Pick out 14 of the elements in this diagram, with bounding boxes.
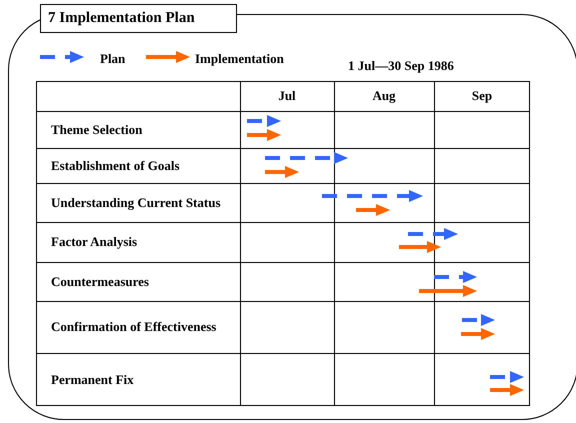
month-header: Jul xyxy=(278,87,296,106)
month-header: Aug xyxy=(372,87,396,106)
task-label: Confirmation of Effectiveness xyxy=(51,319,216,335)
section-title: 7 Implementation Plan xyxy=(40,4,237,33)
date-range: 1 Jul—30 Sep 1986 xyxy=(348,57,454,75)
task-label: Establishment of Goals xyxy=(51,158,180,174)
task-label: Factor Analysis xyxy=(51,234,138,250)
task-label: Countermeasures xyxy=(51,274,149,290)
task-label: Understanding Current Status xyxy=(51,194,221,210)
legend-label: Implementation xyxy=(195,50,284,68)
task-label: Theme Selection xyxy=(51,122,142,138)
legend-label: Plan xyxy=(100,50,126,68)
task-label: Permanent Fix xyxy=(51,372,134,388)
month-header: Sep xyxy=(472,87,492,106)
